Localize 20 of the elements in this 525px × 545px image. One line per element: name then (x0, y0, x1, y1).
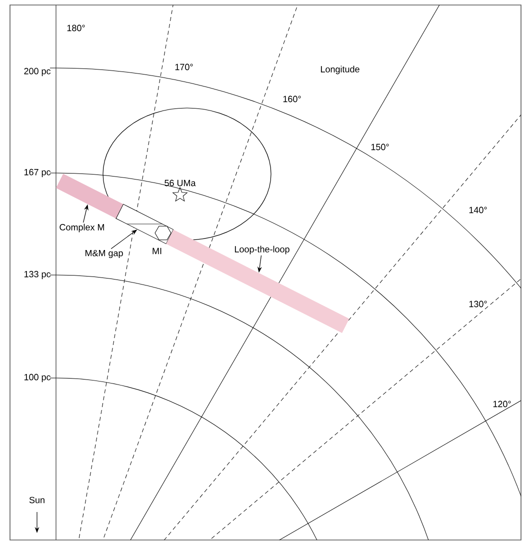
axis-label: 140° (469, 206, 487, 214)
axis-label: Longitude (320, 66, 360, 74)
axis-label: 167 pc (24, 168, 51, 178)
callout-label: Complex M (60, 224, 104, 232)
axis-label: 130° (469, 300, 487, 308)
band-segment (56, 174, 124, 218)
axis-label: Sun (29, 496, 44, 504)
axis-label: 133 pc (24, 270, 51, 280)
axis-label: MI (152, 248, 162, 254)
axis-label: 120° (493, 400, 511, 408)
band-segment (166, 230, 350, 334)
callout-label: M&M gap (85, 250, 123, 258)
axis-label: 170° (175, 64, 193, 70)
axis-label: 56 UMa (164, 180, 196, 186)
axis-label: 150° (371, 144, 389, 150)
axis-label: 180° (67, 24, 85, 32)
callout-label: Loop-the-loop (234, 246, 290, 254)
axis-label: 100 pc (24, 374, 51, 382)
axis-label: 160° (283, 96, 301, 102)
axis-label: 200 pc (24, 68, 51, 76)
